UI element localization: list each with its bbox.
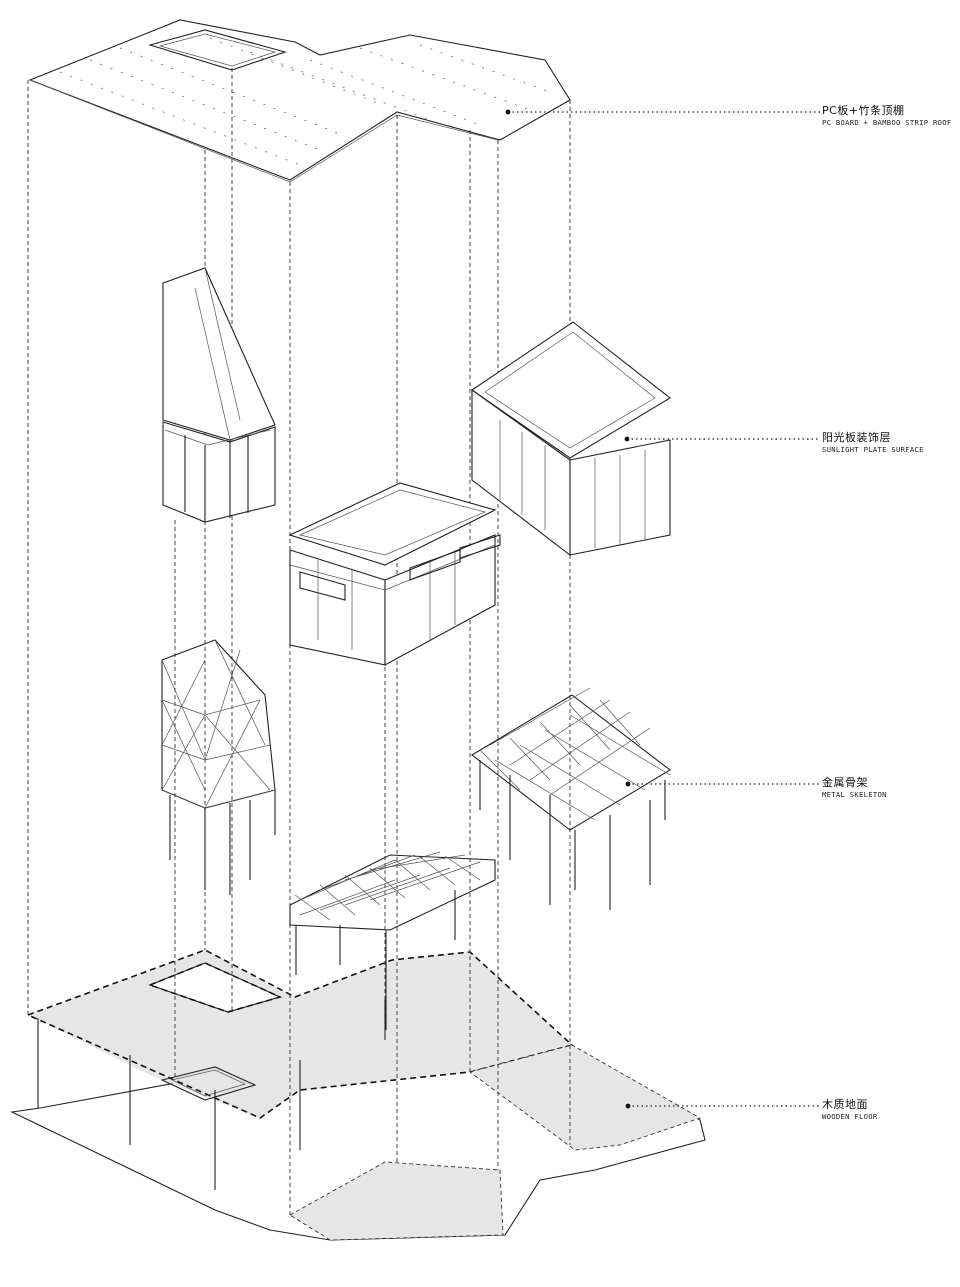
metal-skeleton-label: 金属骨架 METAL SKELETON xyxy=(822,776,887,800)
wooden-floor-label-en: WOODEN FLOOR xyxy=(822,1112,878,1121)
roof-label-zh: PC板+竹条顶棚 xyxy=(822,104,905,117)
tower-sunlight-plate xyxy=(162,267,276,523)
metal-skeleton-label-zh: 金属骨架 xyxy=(822,776,868,789)
center-metal-skeleton xyxy=(289,851,496,1030)
roof-label: PC板+竹条顶棚 PC BOARD + BAMBOO STRIP ROOF xyxy=(822,104,952,128)
metal-skeleton-label-en: METAL SKELETON xyxy=(822,790,887,799)
wooden-floor-label-zh: 木质地面 xyxy=(822,1098,868,1111)
sunlight-plate-label-zh: 阳光板装饰层 xyxy=(822,431,891,444)
right-sunlight-plate xyxy=(471,321,671,557)
right-metal-skeleton xyxy=(471,687,671,910)
wooden-floor-label: 木质地面 WOODEN FLOOR xyxy=(822,1098,878,1122)
roof-plate xyxy=(28,19,571,183)
sunlight-plate-label: 阳光板装饰层 SUNLIGHT PLATE SURFACE xyxy=(822,431,924,455)
tower-metal-skeleton xyxy=(161,639,276,895)
center-sunlight-plate xyxy=(288,482,501,666)
leader-lines xyxy=(505,109,820,1109)
sunlight-plate-label-en: SUNLIGHT PLATE SURFACE xyxy=(822,445,924,454)
roof-label-en: PC BOARD + BAMBOO STRIP ROOF xyxy=(822,118,952,127)
wooden-floor-slab xyxy=(27,949,702,1241)
